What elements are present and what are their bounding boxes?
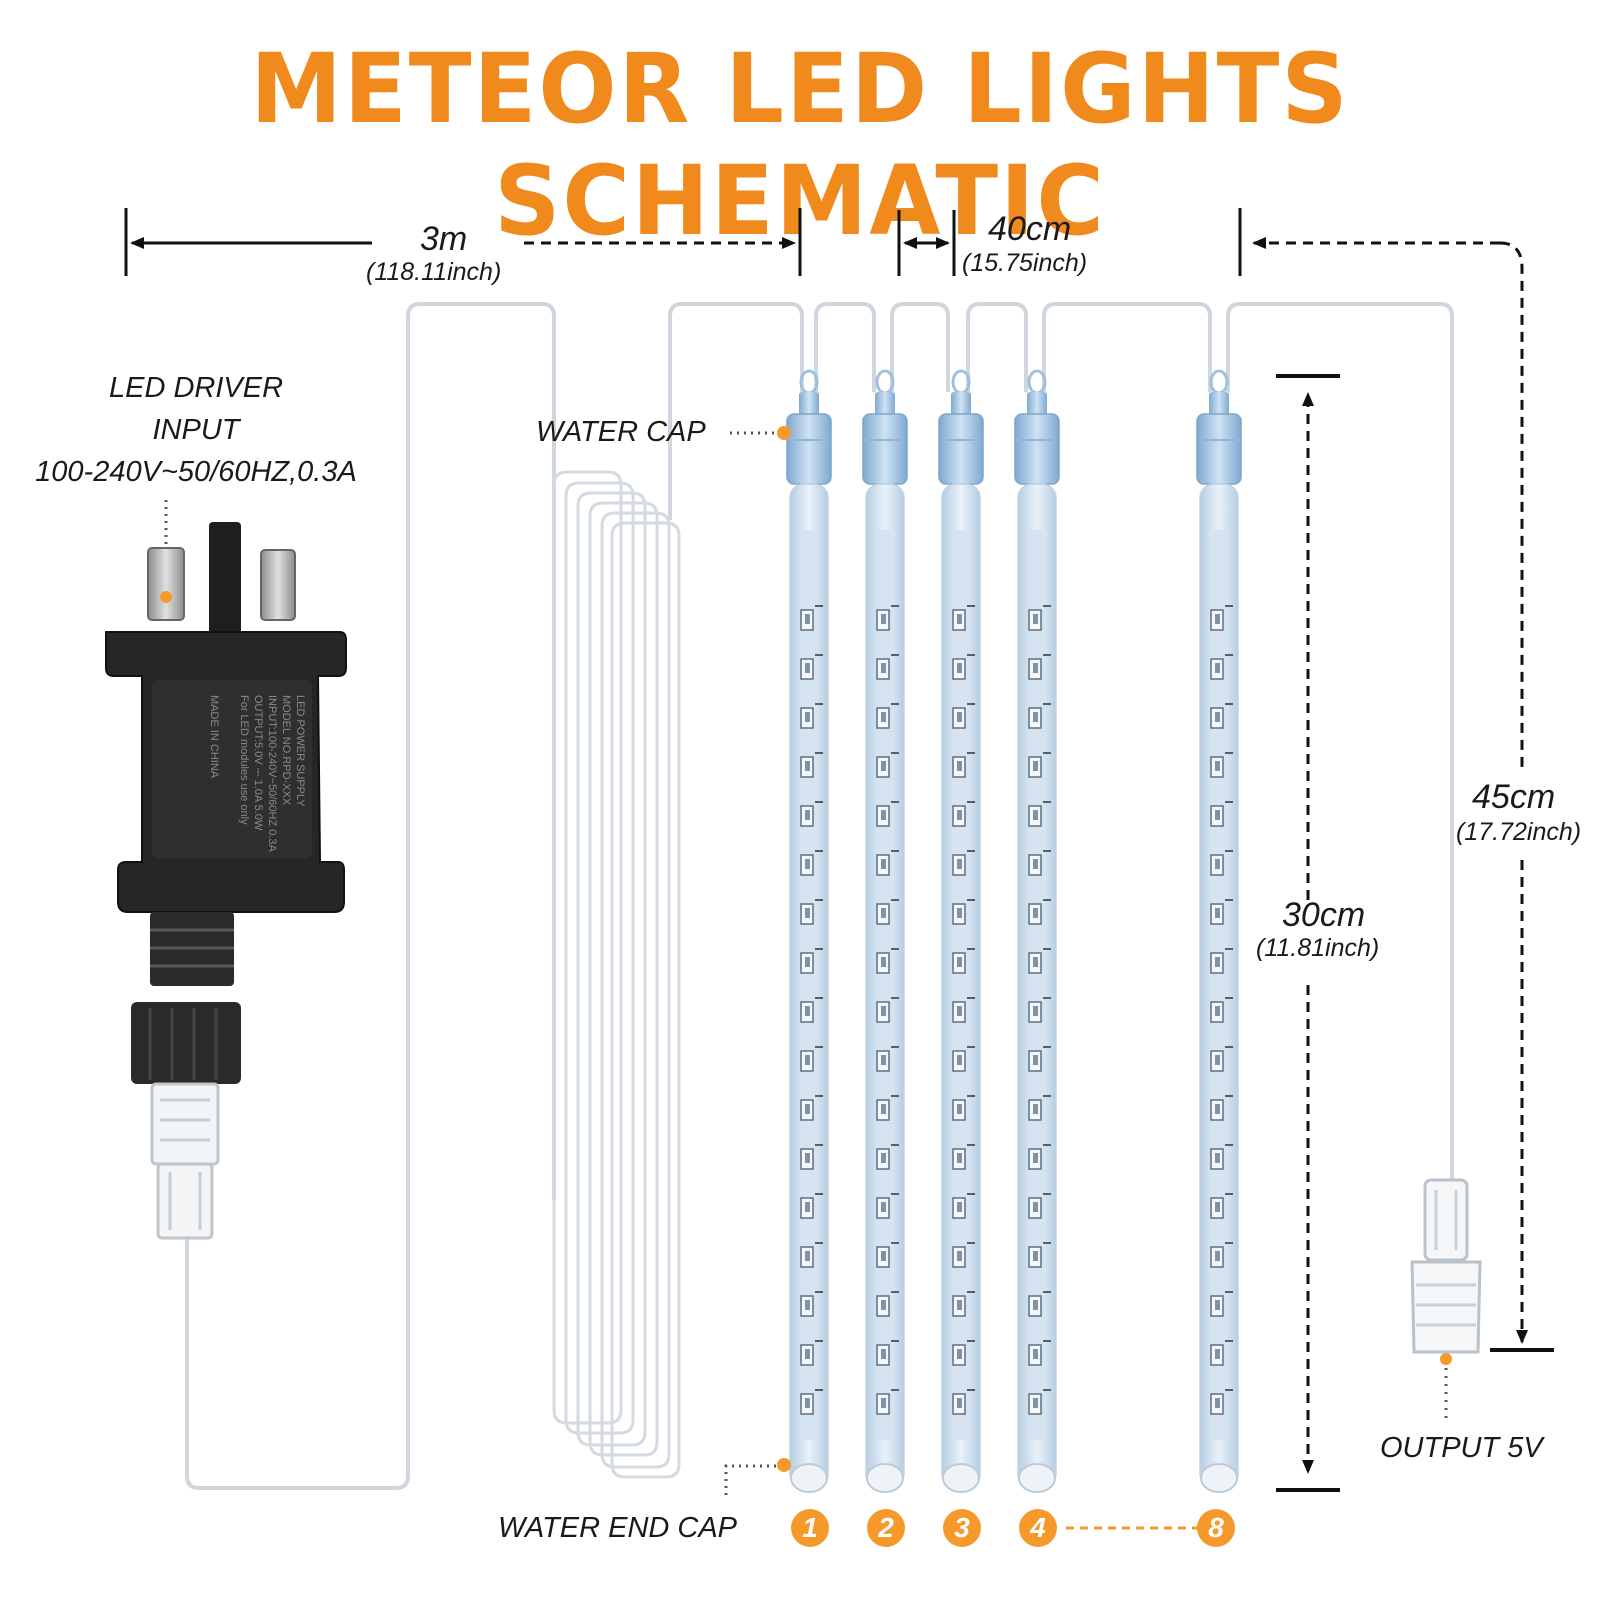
dim-40cm-sub-label: (15.75inch)	[962, 249, 1088, 277]
svg-text:MADE IN CHINA: MADE IN CHINA	[208, 695, 220, 779]
meteor-tube-1	[786, 369, 832, 1493]
dim-45cm-label: 45cm	[1472, 778, 1556, 816]
tube-number-8: 8	[1197, 1509, 1235, 1547]
svg-text:For LED modules use only: For LED modules use only	[238, 695, 250, 825]
output-connector	[1410, 1178, 1482, 1422]
dim-30cm-sub-label: (11.81inch)	[1256, 934, 1380, 962]
tube-number-3: 3	[943, 1509, 981, 1547]
dim-40cm-label: 40cm	[988, 210, 1072, 248]
tube-number-1: 1	[791, 1509, 829, 1547]
water-end-cap-label: WATER END CAP	[498, 1512, 738, 1544]
dimension-30cm	[1276, 374, 1340, 1492]
driver-label-line2: INPUT	[152, 414, 240, 446]
output-label: OUTPUT 5V	[1380, 1432, 1543, 1464]
cable-coil	[552, 470, 681, 1479]
adapter-label-text: LED POWER SUPPLY MODEL NO.RPD-XXX INPUT:…	[208, 695, 306, 853]
water-cap-leader	[730, 426, 791, 440]
dimension-40cm	[897, 210, 956, 276]
dim-45cm-sub-label: (17.72inch)	[1456, 818, 1582, 846]
water-end-cap-leader	[724, 1458, 791, 1500]
tube-number-4: 4	[1019, 1509, 1057, 1547]
dim-3m-label: 3m	[420, 220, 468, 258]
page-title: METEOR LED LIGHTS SCHEMATIC	[250, 32, 1350, 258]
water-cap-label: WATER CAP	[536, 416, 706, 448]
dimension-3m	[124, 208, 802, 276]
power-adapter	[105, 500, 347, 1240]
meteor-tube-2	[862, 369, 908, 1493]
svg-text:MODEL NO.RPD-XXX: MODEL NO.RPD-XXX	[280, 695, 292, 806]
driver-label-line3: 100-240V~50/60HZ,0.3A	[35, 456, 357, 488]
meteor-tube-5	[1196, 369, 1242, 1493]
svg-text:INPUT:100-240V~50/60HZ 0.3A: INPUT:100-240V~50/60HZ 0.3A	[266, 695, 278, 853]
svg-text:OUTPUT:5.0V ⎓ 1.0A 5.0W: OUTPUT:5.0V ⎓ 1.0A 5.0W	[252, 695, 264, 831]
meteor-tube-4	[1014, 369, 1060, 1493]
dim-3m-sub-label: (118.11inch)	[366, 258, 502, 286]
driver-label-line1: LED DRIVER	[108, 372, 284, 404]
tube-link-cables	[814, 302, 1454, 1180]
tube-number-2: 2	[867, 1509, 905, 1547]
svg-text:LED POWER SUPPLY: LED POWER SUPPLY	[294, 695, 306, 807]
tube-group	[786, 369, 1242, 1493]
meteor-tube-3	[938, 369, 984, 1493]
dimension-45cm	[1238, 208, 1554, 1352]
dim-30cm-label: 30cm	[1282, 896, 1366, 934]
